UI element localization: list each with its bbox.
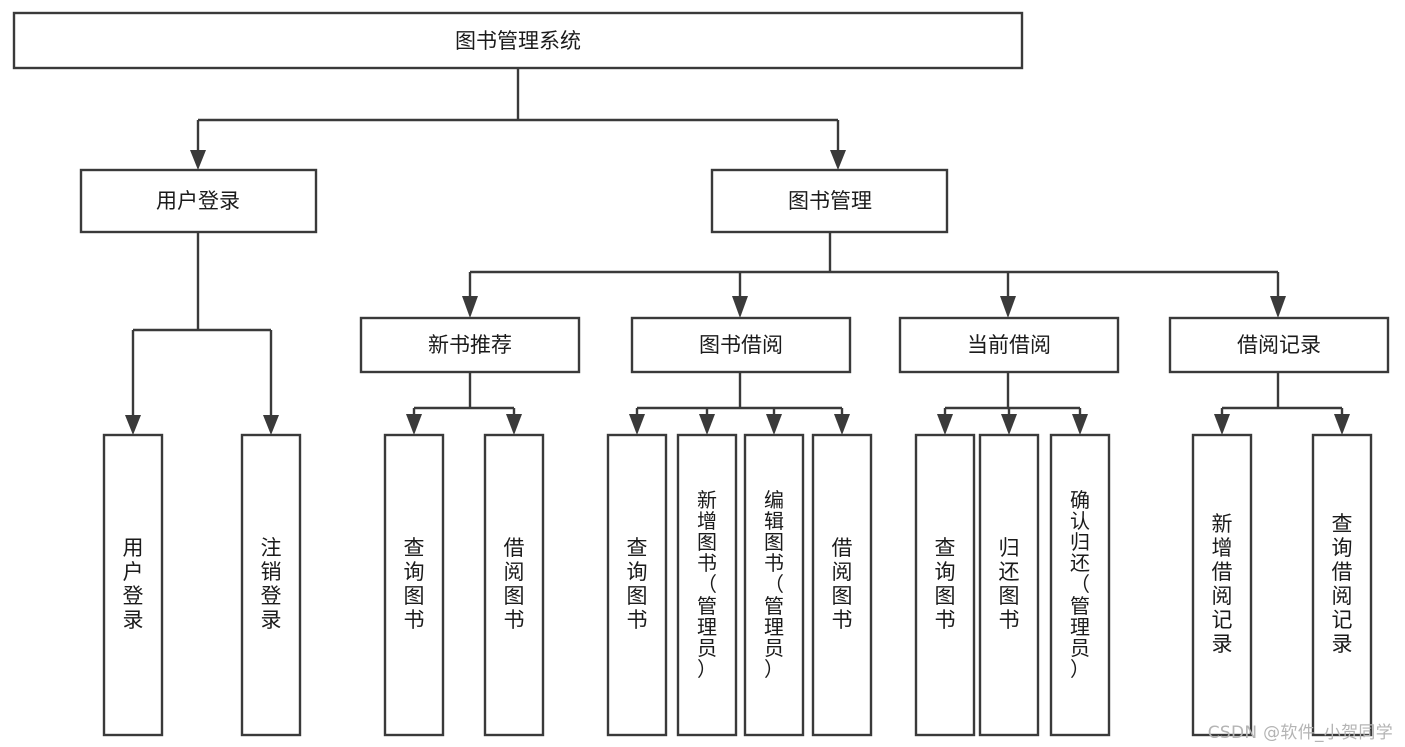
connector-borrow-record-to-leaves <box>1214 372 1350 435</box>
node-current-borrow[interactable]: 当前借阅 <box>898 316 1120 374</box>
node-new-book-recommend-label: 新书推荐 <box>428 333 512 357</box>
arrow-head-icon <box>732 296 748 318</box>
leaf-box-book-borrow-0[interactable] <box>606 433 668 737</box>
leaf-box-new-book-1[interactable] <box>483 433 545 737</box>
node-new-book-recommend[interactable]: 新书推荐 <box>359 316 581 374</box>
arrow-head-icon <box>1214 414 1230 435</box>
leaf-box-borrow-record-0[interactable] <box>1191 433 1253 737</box>
connector-root-to-level2 <box>190 68 846 170</box>
arrow-head-icon <box>1334 414 1350 435</box>
arrow-head-icon <box>766 414 782 435</box>
arrow-head-icon <box>629 414 645 435</box>
leaf-box-book-borrow-2[interactable] <box>743 433 805 737</box>
node-book-borrow[interactable]: 图书借阅 <box>630 316 852 374</box>
arrow-head-icon <box>830 150 846 170</box>
leaf-box-current-borrow-1[interactable] <box>978 433 1040 737</box>
arrow-head-icon <box>462 296 478 318</box>
node-book-manage[interactable]: 图书管理 <box>710 168 949 234</box>
connector-book-borrow-to-leaves <box>629 372 850 435</box>
leaf-box-book-borrow-3[interactable] <box>811 433 873 737</box>
leaf-box-user-login-0[interactable] <box>102 433 164 737</box>
arrow-head-icon <box>263 415 279 435</box>
connector-current-borrow-to-leaves <box>937 372 1088 435</box>
connector-book-manage-to-level3 <box>462 232 1286 318</box>
arrow-head-icon <box>834 414 850 435</box>
node-borrow-record-label: 借阅记录 <box>1237 333 1321 357</box>
leaf-box-current-borrow-2[interactable] <box>1049 433 1111 737</box>
leaf-box-new-book-0[interactable] <box>383 433 445 737</box>
node-user-login[interactable]: 用户登录 <box>79 168 318 234</box>
connector-new-book-to-leaves <box>406 372 522 435</box>
node-current-borrow-label: 当前借阅 <box>967 333 1051 357</box>
connector-user-login-to-leaves <box>125 232 279 435</box>
arrow-head-icon <box>937 414 953 435</box>
node-book-borrow-label: 图书借阅 <box>699 333 783 357</box>
arrow-head-icon <box>1072 414 1088 435</box>
node-book-manage-label: 图书管理 <box>788 189 872 213</box>
arrow-head-icon <box>1001 414 1017 435</box>
leaf-box-current-borrow-0[interactable] <box>914 433 976 737</box>
arrow-head-icon <box>406 414 422 435</box>
leaf-box-user-login-1[interactable] <box>240 433 302 737</box>
arrow-head-icon <box>699 414 715 435</box>
node-borrow-record[interactable]: 借阅记录 <box>1168 316 1390 374</box>
arrow-head-icon <box>190 150 206 170</box>
arrow-head-icon <box>125 415 141 435</box>
arrow-head-icon <box>1270 296 1286 318</box>
node-root-label: 图书管理系统 <box>455 29 581 53</box>
node-root[interactable]: 图书管理系统 <box>12 11 1024 70</box>
arrow-head-icon <box>506 414 522 435</box>
watermark-text: CSDN @软件_小贺同学 <box>1207 723 1393 743</box>
leaf-box-borrow-record-1[interactable] <box>1311 433 1373 737</box>
arrow-head-icon <box>1000 296 1016 318</box>
leaf-box-book-borrow-1[interactable] <box>676 433 738 737</box>
node-user-login-label: 用户登录 <box>156 189 240 213</box>
